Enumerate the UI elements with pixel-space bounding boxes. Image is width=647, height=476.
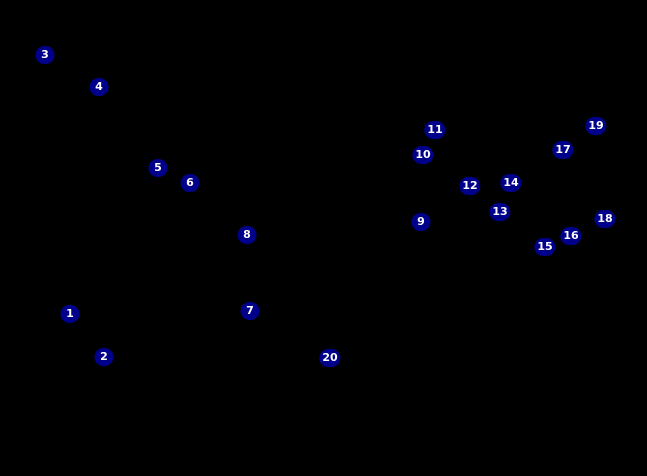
- marker-10[interactable]: 10: [412, 146, 434, 164]
- marker-11[interactable]: 11: [424, 121, 446, 139]
- marker-13[interactable]: 13: [489, 203, 511, 221]
- marker-3[interactable]: 3: [35, 46, 55, 64]
- marker-17[interactable]: 17: [552, 141, 574, 159]
- marker-2[interactable]: 2: [94, 348, 114, 366]
- marker-9[interactable]: 9: [411, 213, 431, 231]
- marker-4[interactable]: 4: [89, 78, 109, 96]
- marker-1[interactable]: 1: [60, 305, 80, 323]
- marker-12[interactable]: 12: [459, 177, 481, 195]
- marker-6[interactable]: 6: [180, 174, 200, 192]
- marker-19[interactable]: 19: [585, 117, 607, 135]
- marker-15[interactable]: 15: [534, 238, 556, 256]
- marker-18[interactable]: 18: [594, 210, 616, 228]
- marker-8[interactable]: 8: [237, 226, 257, 244]
- marker-20[interactable]: 20: [319, 349, 341, 367]
- marker-5[interactable]: 5: [148, 159, 168, 177]
- marker-14[interactable]: 14: [500, 174, 522, 192]
- marker-16[interactable]: 16: [560, 227, 582, 245]
- marker-7[interactable]: 7: [240, 302, 260, 320]
